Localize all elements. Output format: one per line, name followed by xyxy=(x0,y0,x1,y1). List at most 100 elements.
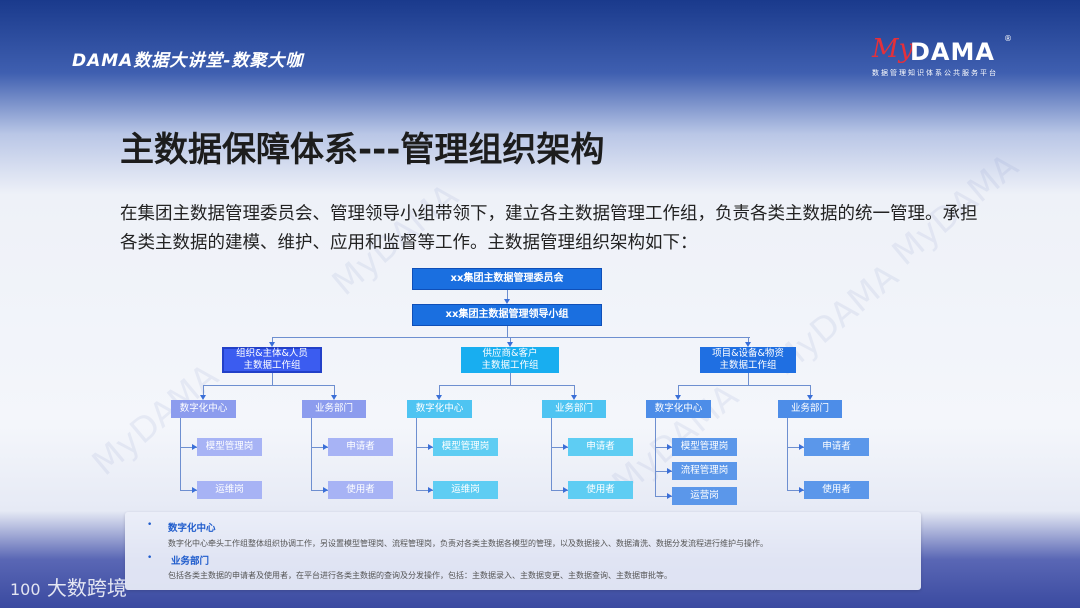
arrow-right-icon xyxy=(799,444,804,450)
role-box: 流程管理岗 xyxy=(672,462,737,480)
footer-logo: 100 大数跨境 xyxy=(10,572,127,601)
business-dept-box: 业务部门 xyxy=(542,400,606,418)
note-text: 包括各类主数据的申请者及使用者，在平台进行各类主数据的查询及分发操作，包括：主数… xyxy=(168,571,672,580)
business-dept-box: 业务部门 xyxy=(302,400,366,418)
digital-center-box: 数字化中心 xyxy=(407,400,472,418)
connector-line xyxy=(655,418,656,496)
role-box: 模型管理岗 xyxy=(672,438,737,456)
logo-text: 大数跨境 xyxy=(46,576,127,600)
connector-line xyxy=(416,418,417,490)
role-box: 使用者 xyxy=(568,481,633,499)
arrow-down-icon xyxy=(269,342,275,347)
connector-line xyxy=(810,385,811,395)
mydama-logo: My DAMA ® 数据管理知识体系公共服务平台 xyxy=(872,34,1012,80)
digital-center-box: 数字化中心 xyxy=(171,400,236,418)
intro-text: 在集团主数据管理委员会、管理领导小组带领下，建立各主数据管理工作组，负责各类主数… xyxy=(120,204,978,253)
connector-line xyxy=(678,385,679,395)
arrow-down-icon xyxy=(331,395,337,400)
note-heading: 数字化中心 xyxy=(168,523,216,534)
role-box: 使用者 xyxy=(328,481,393,499)
role-box: 运维岗 xyxy=(197,481,262,499)
work-group-box: 供应商&客户 主数据工作组 xyxy=(461,347,559,373)
role-box: 申请者 xyxy=(804,438,869,456)
connector-line xyxy=(334,385,335,395)
arrow-right-icon xyxy=(799,487,804,493)
arrow-right-icon xyxy=(563,444,568,450)
connector-line xyxy=(655,496,672,497)
role-box: 模型管理岗 xyxy=(433,438,498,456)
connector-line xyxy=(416,490,433,491)
work-group-box: 组织&主体&人员 主数据工作组 xyxy=(222,347,322,373)
connector-line xyxy=(748,337,749,342)
connector-line xyxy=(551,418,552,490)
role-box: 模型管理岗 xyxy=(197,438,262,456)
arrow-down-icon xyxy=(436,395,442,400)
connector-line xyxy=(507,290,508,299)
connector-line xyxy=(510,337,511,342)
role-box: 使用者 xyxy=(804,481,869,499)
note-heading: 业务部门 xyxy=(171,556,210,567)
arrow-down-icon xyxy=(200,395,206,400)
arrow-right-icon xyxy=(192,487,197,493)
arrow-down-icon xyxy=(504,299,510,304)
arrow-right-icon xyxy=(428,487,433,493)
arrow-right-icon xyxy=(563,487,568,493)
connector-line xyxy=(787,490,804,491)
connector-line xyxy=(272,337,750,338)
connector-line xyxy=(311,418,312,490)
arrow-right-icon xyxy=(667,444,672,450)
bullet-icon: • xyxy=(147,520,153,530)
business-dept-box: 业务部门 xyxy=(778,400,842,418)
logo-my: My xyxy=(872,34,914,64)
role-box: 运维岗 xyxy=(433,481,498,499)
connector-line xyxy=(203,385,204,395)
connector-line xyxy=(416,447,433,448)
arrow-down-icon xyxy=(745,342,751,347)
arrow-right-icon xyxy=(323,444,328,450)
watermark: MyDAMA xyxy=(84,356,227,484)
logo-mark: 100 xyxy=(10,580,41,599)
committee-box: xx集团主数据管理委员会 xyxy=(412,268,602,290)
role-box: 申请者 xyxy=(568,438,633,456)
connector-line xyxy=(507,326,508,337)
connector-line xyxy=(180,447,197,448)
connector-line xyxy=(180,490,197,491)
role-box: 申请者 xyxy=(328,438,393,456)
arrow-down-icon xyxy=(571,395,577,400)
connector-line xyxy=(551,490,568,491)
connector-line xyxy=(678,385,810,386)
arrow-right-icon xyxy=(428,444,433,450)
logo-reg: ® xyxy=(1004,34,1012,43)
connector-line xyxy=(311,490,328,491)
connector-line xyxy=(272,337,273,342)
connector-line xyxy=(551,447,568,448)
connector-line xyxy=(439,385,440,395)
connector-line xyxy=(787,418,788,490)
arrow-right-icon xyxy=(323,487,328,493)
role-box: 运营岗 xyxy=(672,487,737,505)
connector-line xyxy=(311,447,328,448)
arrow-right-icon xyxy=(667,493,672,499)
arrow-down-icon xyxy=(507,342,513,347)
digital-center-box: 数字化中心 xyxy=(646,400,711,418)
notes-panel: • 数字化中心 数字化中心牵头工作组整体组织协调工作，另设置模型管理岗、流程管理… xyxy=(125,512,921,590)
logo-dama: DAMA xyxy=(910,38,995,66)
connector-line xyxy=(574,385,575,395)
brand-title: DAMA数据大讲堂-数聚大咖 xyxy=(72,51,304,71)
connector-line xyxy=(655,471,672,472)
arrow-right-icon xyxy=(192,444,197,450)
logo-subtitle: 数据管理知识体系公共服务平台 xyxy=(872,69,998,77)
arrow-right-icon xyxy=(667,468,672,474)
connector-line xyxy=(510,373,511,385)
connector-line xyxy=(180,418,181,490)
connector-line xyxy=(439,385,574,386)
note-text: 数字化中心牵头工作组整体组织协调工作，另设置模型管理岗、流程管理岗，负责对各类主… xyxy=(168,539,768,548)
connector-line xyxy=(748,373,749,385)
connector-line xyxy=(787,447,804,448)
connector-line xyxy=(203,385,334,386)
work-group-box: 项目&设备&物资 主数据工作组 xyxy=(700,347,796,373)
connector-line xyxy=(655,447,672,448)
connector-line xyxy=(272,373,273,385)
leader-group-box: xx集团主数据管理领导小组 xyxy=(412,304,602,326)
bullet-icon: • xyxy=(147,553,153,563)
